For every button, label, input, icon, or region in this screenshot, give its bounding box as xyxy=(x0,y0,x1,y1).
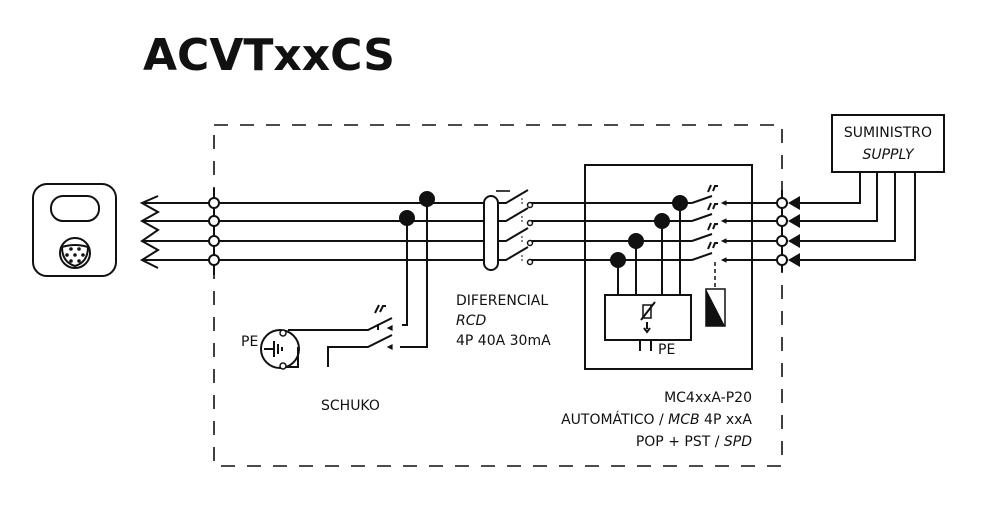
rcd-label-es: DIFERENCIAL xyxy=(456,293,548,309)
trip-coil-icon xyxy=(705,288,726,327)
mcb-description: AUTOMÁTICO / MCB 4P xxA xyxy=(561,411,752,428)
spd-block xyxy=(604,294,692,351)
spd-taps xyxy=(610,195,688,295)
supply-box xyxy=(831,114,945,173)
supply-wiring xyxy=(800,172,916,261)
conductors xyxy=(142,202,788,261)
mcb-switches xyxy=(691,184,727,327)
varistor-icon xyxy=(640,301,656,321)
terminals-left xyxy=(208,188,220,275)
schuko-taps xyxy=(399,191,435,348)
mcb-spd-module xyxy=(584,164,753,370)
diagram-title: ACVTxxCS xyxy=(143,30,395,81)
enclosure-boundary xyxy=(213,124,783,467)
earth-ground-icon xyxy=(264,341,283,357)
mcb-model: MC4xxA-P20 xyxy=(664,390,752,406)
rcd-rating: 4P 40A 30mA xyxy=(456,333,551,349)
rcd-label-en: RCD xyxy=(456,313,487,329)
schuko-breaker xyxy=(288,304,393,367)
supply-label-es: SUMINISTRO xyxy=(844,125,932,141)
schuko-pe-label: PE xyxy=(241,334,258,350)
cable-end-icon xyxy=(139,195,161,269)
spd-description: POP + PST / SPD xyxy=(636,434,752,450)
ev-charging-socket-icon xyxy=(32,183,117,277)
terminals-right xyxy=(776,190,800,272)
supply-label-en: SUPPLY xyxy=(862,147,914,163)
schuko-label: SCHUKO xyxy=(321,398,380,414)
rcd-device xyxy=(483,189,534,271)
spd-pe-label: PE xyxy=(658,342,675,358)
schuko-socket-icon xyxy=(260,329,300,370)
